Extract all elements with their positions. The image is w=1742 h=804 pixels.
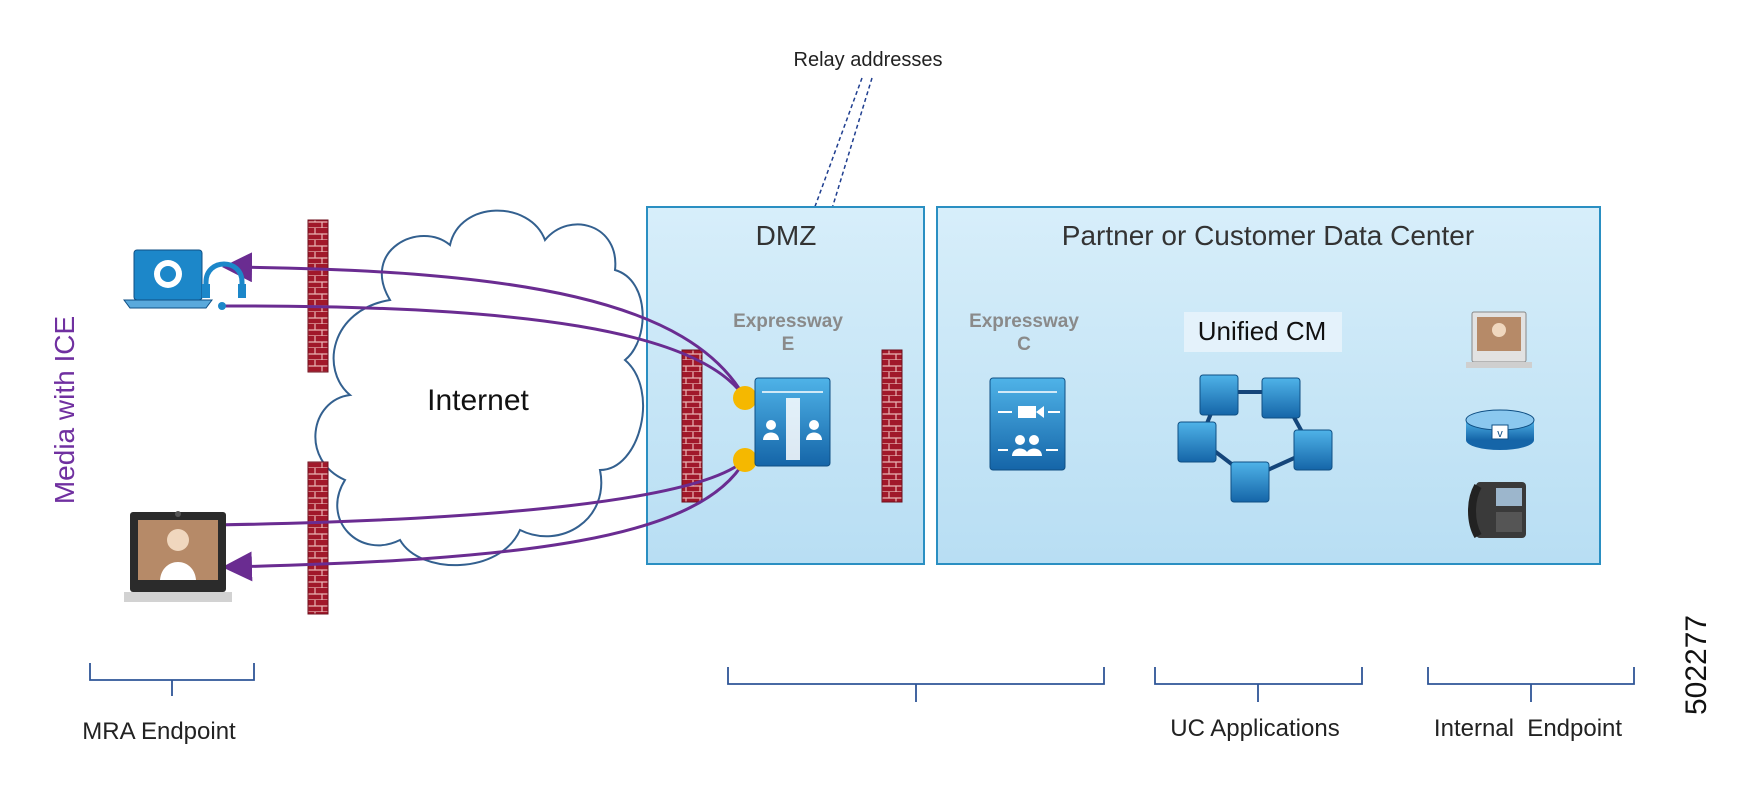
media-with-ice-label: Media with ICE xyxy=(49,316,80,504)
relay-addresses-label: Relay addresses xyxy=(794,49,943,71)
relay-address-dot xyxy=(733,448,757,472)
internet-label: Internet xyxy=(427,384,529,417)
jabber-laptop-icon xyxy=(123,249,213,309)
expressway-c-label: Expressway xyxy=(969,311,1079,332)
firewall-icon xyxy=(307,461,329,615)
unified-cm-label: Unified CM xyxy=(1198,316,1327,346)
media-paths xyxy=(214,252,747,582)
video-endpoint-icon xyxy=(1466,311,1532,368)
headset-icon xyxy=(202,261,246,310)
internal-endpoint-bracket xyxy=(1427,667,1635,702)
dmz-bracket xyxy=(727,667,1105,702)
unified-cm-cluster-icon xyxy=(1177,374,1333,503)
svg-text:v: v xyxy=(1497,428,1503,440)
dmz-title: DMZ xyxy=(756,220,817,251)
firewall-icon xyxy=(881,349,903,503)
uc-applications-label: UC Applications xyxy=(1170,715,1339,742)
expressway-e-label-suffix: E xyxy=(782,334,795,355)
figure-id: 502277 xyxy=(1680,615,1713,715)
firewall-icon xyxy=(307,219,329,373)
expressway-e-icon xyxy=(754,377,831,467)
expressway-e-label: Expressway xyxy=(733,311,843,332)
uc-applications-bracket xyxy=(1154,667,1363,702)
router-icon: v xyxy=(1465,409,1535,450)
internet-cloud: Internet xyxy=(314,209,644,566)
expressway-c-icon xyxy=(989,377,1066,471)
firewall-icon xyxy=(681,349,703,503)
data-center-title: Partner or Customer Data Center xyxy=(1062,220,1474,251)
mra-endpoint-bracket xyxy=(89,663,255,696)
internal-endpoint-label: Internal Endpoint xyxy=(1434,715,1622,742)
mra-endpoint-label: MRA Endpoint xyxy=(82,718,236,745)
expressway-c-label-suffix: C xyxy=(1017,334,1031,355)
relay-address-dot xyxy=(733,386,757,410)
ip-phone-icon xyxy=(1468,482,1526,538)
unified-cm-label-bg xyxy=(1184,312,1342,352)
video-endpoint-icon xyxy=(124,511,232,602)
